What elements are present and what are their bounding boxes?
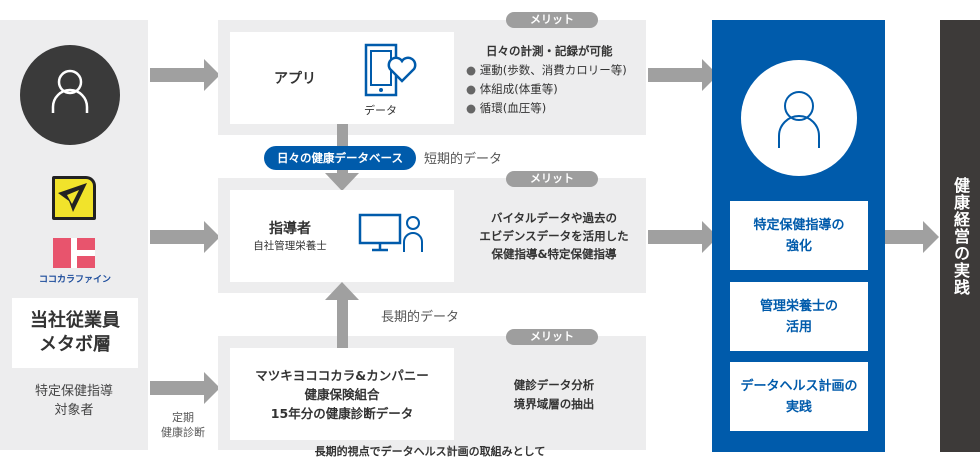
long-term-label: 長期的データ bbox=[381, 310, 460, 325]
phone-heart-icon bbox=[364, 43, 417, 97]
merit-badge: メリット bbox=[506, 12, 598, 28]
app-title: アプリ bbox=[274, 71, 316, 87]
bullet-text: 運動(歩数、消費カロリー等) bbox=[479, 63, 627, 77]
bullet-text: 循環(血圧等) bbox=[479, 101, 547, 115]
outcome-panel: 特定保健指導の強化 管理栄養士の活用 データヘルス計画の実践 bbox=[712, 20, 885, 452]
arrow-right bbox=[648, 59, 718, 91]
merit-badge: メリット bbox=[506, 329, 598, 345]
person-icon bbox=[741, 60, 857, 176]
checkup-line: 健康診断 bbox=[161, 426, 205, 439]
outcome-line: 強化 bbox=[785, 238, 812, 254]
merit-badge: メリット bbox=[506, 171, 598, 187]
outcome-line: 特定保健指導の bbox=[753, 217, 845, 233]
insurance-box: マツキヨココカラ&カンパニー 健康保険組合 15年分の健康診断データ bbox=[230, 348, 454, 440]
arrow-right bbox=[150, 59, 220, 91]
arrow-right bbox=[150, 221, 220, 253]
bullet-item: ● 循環(血圧等) bbox=[466, 101, 547, 115]
outcome-box: 管理栄養士の活用 bbox=[730, 282, 868, 351]
arrow-right bbox=[150, 372, 220, 404]
checkup-line: 定期 bbox=[172, 411, 194, 424]
merit-line: バイタルデータや過去の bbox=[490, 211, 618, 225]
arrow-up-head bbox=[325, 282, 359, 300]
merit-line: 境界域層の抽出 bbox=[513, 397, 595, 411]
employee-label: 当社従業員 メタボ層 bbox=[30, 310, 120, 355]
insurance-line: マツキヨココカラ&カンパニー bbox=[255, 367, 429, 383]
merit-line: エビデンスデータを活用した bbox=[479, 229, 629, 243]
insurance-merit: 健診データ分析 境界域層の抽出 bbox=[466, 376, 642, 414]
instructor-merit: バイタルデータや過去の エビデンスデータを活用した 保健指導&特定保健指導 bbox=[466, 209, 642, 263]
health-management-label: 健康経営の実践 bbox=[951, 176, 970, 296]
app-data-label: データ bbox=[364, 104, 397, 117]
employee-label-box: 当社従業員 メタボ層 bbox=[12, 298, 138, 368]
merit-line: 健診データ分析 bbox=[513, 378, 595, 392]
computer-person-icon bbox=[358, 213, 423, 252]
insurance-line: 15年分の健康診断データ bbox=[270, 405, 414, 421]
app-box: アプリ データ bbox=[230, 32, 454, 124]
instructor-box: 指導者 自社管理栄養士 bbox=[230, 190, 454, 282]
insurance-line: 健康保険組合 bbox=[304, 386, 380, 402]
target-line: 対象者 bbox=[54, 403, 94, 418]
checkup-label: 定期 健康診断 bbox=[150, 410, 216, 440]
merit-line: 保健指導&特定保健指導 bbox=[491, 247, 617, 261]
bullet-item: ● 体組成(体重等) bbox=[466, 82, 558, 96]
target-label: 特定保健指導 対象者 bbox=[0, 382, 148, 420]
bullet-item: ● 運動(歩数、消費カロリー等) bbox=[466, 63, 627, 77]
outcome-line: データヘルス計画の bbox=[740, 378, 858, 394]
database-pill: 日々の健康データベース bbox=[264, 146, 416, 170]
instructor-subtitle: 自社管理栄養士 bbox=[253, 240, 327, 252]
arrow-right bbox=[648, 221, 718, 253]
cocokara-logo bbox=[53, 238, 95, 268]
bottom-note: 長期的視点でデータヘルス計画の取組みとして bbox=[314, 445, 546, 458]
app-merit: 日々の計測・記録が可能 ● 運動(歩数、消費カロリー等) ● 体組成(体重等) … bbox=[466, 42, 627, 118]
matsukiyo-logo bbox=[52, 176, 96, 220]
outcome-line: 実践 bbox=[785, 399, 812, 415]
outcome-box: 特定保健指導の強化 bbox=[730, 201, 868, 270]
bullet-text: 体組成(体重等) bbox=[479, 82, 558, 96]
arrow-right bbox=[885, 221, 939, 253]
cocokara-logo-text: ココカラファイン bbox=[38, 275, 111, 285]
outcome-line: 活用 bbox=[785, 319, 812, 335]
outcome-line: 管理栄養士の bbox=[759, 298, 838, 314]
arrow-up bbox=[337, 300, 348, 352]
app-merit-title: 日々の計測・記録が可能 bbox=[486, 44, 613, 58]
health-management-panel: 健康経営の実践 bbox=[940, 20, 980, 452]
instructor-title: 指導者 bbox=[269, 221, 311, 237]
user-avatar-icon bbox=[20, 45, 120, 145]
outcome-box: データヘルス計画の実践 bbox=[730, 362, 868, 431]
target-line: 特定保健指導 bbox=[34, 384, 113, 399]
arrow-down-head bbox=[325, 173, 359, 191]
short-term-label: 短期的データ bbox=[424, 152, 503, 167]
